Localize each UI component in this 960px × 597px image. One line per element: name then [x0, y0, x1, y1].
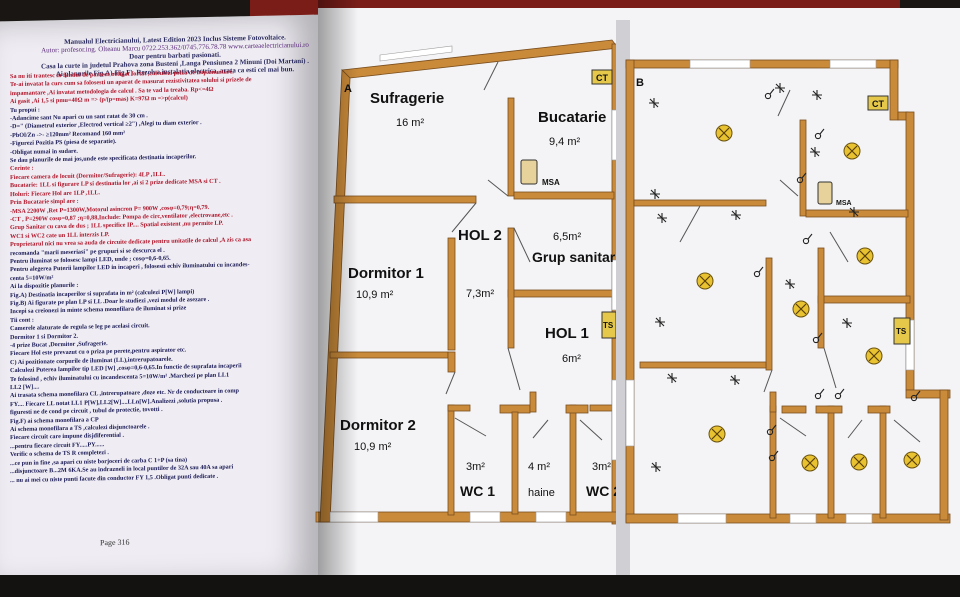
switch-lever-icon: [769, 88, 775, 95]
lamp-cross-icon: [804, 457, 816, 469]
switch-icon: [814, 392, 822, 400]
switch-lever-icon: [819, 128, 825, 135]
room-name: WC 2: [586, 483, 621, 499]
room-area: 9,4 m²: [549, 136, 581, 148]
ct-box-a: [591, 69, 613, 85]
switch-icon: [802, 237, 810, 245]
switch-lever-icon: [807, 233, 813, 240]
wall-light-icon: [775, 83, 785, 93]
wall-light-icon: [849, 207, 859, 217]
wall-light-icon: [812, 90, 822, 100]
ceiling-lamps: [696, 124, 921, 472]
ts-label-b: TS: [896, 327, 907, 336]
room-area: 3m²: [592, 461, 611, 473]
plan-b-doors: [679, 89, 921, 443]
switch-lever-icon: [819, 388, 825, 395]
room-area: 6m²: [562, 353, 581, 365]
room-area: 6,5m²: [553, 231, 581, 243]
room-name: Dormitor 1: [348, 265, 424, 282]
switch-icon: [764, 92, 772, 100]
switch-lever-icon: [817, 332, 823, 339]
wall-light-icon: [650, 189, 660, 199]
ct-label-a: CT: [596, 73, 608, 83]
wall-light-icon: [667, 373, 677, 383]
wall-light-icon: [730, 375, 740, 385]
msa-box-b: [817, 181, 833, 205]
plan-b: B CT TS MSA: [625, 59, 951, 524]
lamp-cross-icon: [718, 127, 730, 139]
ts-box-b: [893, 317, 911, 345]
msa-label-b: MSA: [836, 200, 852, 207]
switch-lever-icon: [839, 388, 845, 395]
lamp-cross-icon: [711, 428, 723, 440]
msa-label-a: MSA: [542, 178, 560, 187]
plan-a-walls: [315, 39, 622, 525]
wall-light-icon: [842, 318, 852, 328]
room-area: 10,9 m²: [356, 289, 394, 301]
switches-and-wall-lights: [649, 83, 921, 472]
switch-lever-icon: [915, 390, 921, 397]
room-name: Bucatarie: [538, 109, 606, 126]
room-area: 10,9 m²: [354, 441, 392, 453]
wall-light-icon: [810, 147, 820, 157]
plan-b-windows: [625, 59, 915, 524]
lamp-cross-icon: [699, 275, 711, 287]
msa-box-a: [520, 159, 538, 185]
room-area: 16 m²: [396, 117, 424, 129]
ct-label-b: CT: [872, 99, 884, 109]
plan-a-doors: [445, 61, 603, 441]
room-name: Grup sanitar: [532, 249, 616, 265]
switch-icon: [814, 132, 822, 140]
switch-icon: [910, 394, 918, 402]
room-area: 4 m²: [528, 461, 550, 473]
room-name: Dormitor 2: [340, 417, 416, 434]
switch-lever-icon: [771, 424, 777, 431]
ts-label-a: TS: [603, 321, 614, 330]
switch-icon: [796, 176, 804, 184]
wall-light-icon: [649, 98, 659, 108]
plan-a: A CT TS MSA Sufragerie 16 m² Bucatarie 9…: [315, 39, 622, 525]
lamp-cross-icon: [853, 456, 865, 468]
switch-lever-icon: [758, 266, 764, 273]
plan-a-label: A: [344, 83, 352, 95]
room-name: haine: [528, 487, 555, 499]
wall-light-icon: [655, 317, 665, 327]
switch-icon: [812, 336, 820, 344]
lamp-cross-icon: [906, 454, 918, 466]
book-gutter-shadow: [318, 0, 358, 597]
room-name: Sufragerie: [370, 90, 444, 107]
room-name: WC 1: [460, 483, 495, 499]
wall-light-icon: [785, 279, 795, 289]
switch-lever-icon: [801, 172, 807, 179]
plan-b-walls: [625, 59, 951, 524]
lamp-cross-icon: [859, 250, 871, 262]
wall-light-icon: [651, 462, 661, 472]
room-name: HOL 2: [458, 227, 502, 244]
switch-icon: [766, 428, 774, 436]
switch-icon: [753, 270, 761, 278]
wall-light-icon: [731, 210, 741, 220]
ct-box-b: [867, 95, 889, 111]
lamp-cross-icon: [868, 350, 880, 362]
table-bottom: [0, 575, 960, 597]
room-area: 3m²: [466, 461, 485, 473]
switch-lever-icon: [773, 450, 779, 457]
lamp-cross-icon: [846, 145, 858, 157]
room-name: HOL 1: [545, 325, 589, 342]
lamp-cross-icon: [795, 303, 807, 315]
wall-light-icon: [657, 213, 667, 223]
plan-b-label: B: [636, 77, 644, 89]
switch-icon: [768, 454, 776, 462]
switch-icon: [834, 392, 842, 400]
room-area: 7,3m²: [466, 288, 494, 300]
